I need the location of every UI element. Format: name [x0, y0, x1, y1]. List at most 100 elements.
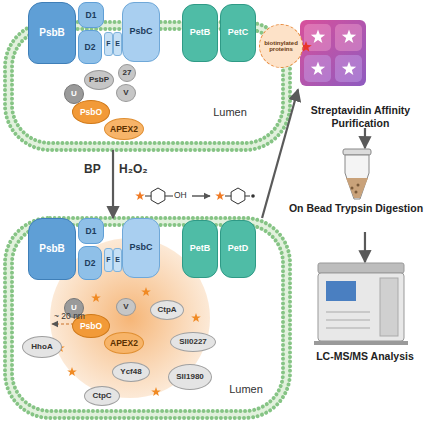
compartment-label: Lumen — [226, 383, 266, 395]
protein-subunit: PsbB — [28, 218, 76, 280]
bond — [145, 196, 151, 197]
protein-subunit: 27 — [118, 64, 136, 82]
protein-subunit: V — [116, 298, 136, 316]
peptide — [355, 191, 358, 194]
membrane-cell: LumenPsbBD1PsbCD2FEPsbPUV27PsbOAPEX2PetB… — [5, 22, 290, 150]
protein-subunit: F — [104, 32, 113, 56]
protein-subunit: PsbC — [122, 218, 160, 278]
protein-label: U — [71, 304, 77, 312]
proximity-protein: Sll0227 — [170, 332, 216, 352]
flow-arrow — [364, 128, 366, 148]
protein-subunit: V — [116, 84, 136, 102]
benzene-ring — [231, 188, 245, 204]
panel-line — [326, 312, 370, 313]
radical-dot — [251, 194, 255, 198]
tube-sample — [346, 178, 368, 198]
protein-subunit: PsbO — [72, 100, 110, 124]
proximity-protein: Ycf48 — [112, 362, 150, 382]
protein-label: D1 — [86, 11, 97, 20]
protein-subunit: PsbC — [122, 2, 160, 62]
proximity-protein: CtpA — [150, 300, 184, 320]
instrument-screen — [326, 281, 356, 301]
protein-label: PsbO — [80, 108, 102, 117]
streptavidin-star — [342, 30, 356, 44]
protein-label: biotinylated proteins — [260, 40, 302, 53]
proximity-protein: HhoA — [22, 336, 62, 358]
streptavidin-beads — [300, 20, 366, 86]
radical-star — [91, 293, 101, 302]
protein-label: D2 — [85, 259, 96, 268]
protein-label: PetC — [228, 28, 249, 37]
flow-arrow — [262, 90, 298, 219]
proximity-protein: Sll1980 — [168, 364, 212, 390]
protein-subunit: F — [104, 248, 113, 272]
peptide — [351, 187, 354, 190]
protein-label: V — [123, 89, 128, 97]
protein-subunit: D2 — [78, 30, 102, 64]
radical-star — [191, 313, 201, 322]
protein-label: APEX2 — [110, 125, 138, 134]
protein-subunit: E — [113, 32, 122, 56]
radical-star — [141, 287, 151, 296]
bond — [245, 196, 250, 197]
protein-label: PsbC — [129, 27, 152, 36]
process-step: On Bead Trypsin Digestion — [287, 148, 425, 232]
lipid-tails — [9, 222, 287, 415]
protein-label: PetB — [190, 28, 211, 37]
protein-subunit: PetD — [220, 220, 256, 278]
protein-subunit: D1 — [78, 218, 104, 244]
apex2-enzyme: APEX2 — [104, 118, 144, 140]
bead-block — [300, 20, 366, 86]
protein-label: PetD — [228, 244, 249, 253]
reaction-arrow — [192, 195, 210, 196]
protein-subunit: PsbB — [28, 2, 76, 64]
membrane-cell: LumenPsbBD1PsbCD2FEUVPsbOAPEX2PetBPetDHh… — [5, 218, 290, 418]
protein-label: PsbC — [129, 243, 152, 252]
benzene-ring — [151, 188, 165, 204]
lipid-heads — [5, 218, 290, 418]
apex2-enzyme: APEX2 — [104, 332, 144, 354]
protein-subunit: D2 — [78, 246, 102, 280]
biotinylated-proteins: biotinylated proteins — [259, 24, 303, 68]
peptide — [357, 184, 360, 187]
tube-cap — [343, 149, 371, 155]
streptavidin-star — [311, 30, 325, 44]
protein-label: F — [106, 256, 110, 263]
protein-label: Ycf48 — [120, 368, 141, 376]
protein-label: PsbP — [89, 76, 109, 84]
radical-star — [151, 387, 161, 396]
protein-subunit: PetB — [182, 220, 218, 278]
instrument-base — [314, 341, 408, 345]
bond — [165, 196, 173, 197]
protein-label: E — [115, 256, 120, 263]
proximity-protein: CtpC — [84, 386, 120, 406]
reagent-label: H₂O₂ — [119, 162, 148, 176]
instrument-body — [318, 273, 404, 341]
compartment-label: Lumen — [210, 106, 250, 118]
protein-subunit: D1 — [78, 2, 104, 28]
panel-line — [326, 320, 370, 321]
bond — [225, 196, 231, 197]
biotin-star — [215, 191, 225, 200]
protein-label: HhoA — [31, 343, 52, 351]
protein-subunit: PsbP — [84, 70, 114, 90]
eppendorf-tube — [343, 149, 371, 199]
protein-label: 27 — [123, 69, 132, 77]
radical-star — [67, 367, 77, 376]
protein-label: PsbB — [39, 244, 65, 255]
biotin-phenol-reaction — [135, 188, 255, 204]
protein-label: D1 — [86, 227, 97, 236]
protein-label: V — [123, 303, 128, 311]
protein-label: CtpC — [92, 392, 111, 400]
cell-membrane — [5, 218, 290, 418]
tube-body — [345, 155, 369, 199]
protein-subunit: PetB — [182, 4, 218, 62]
dimension-label: ~ 20 nm — [54, 311, 85, 321]
process-step: Streptavidin Affinity Purification — [298, 18, 423, 128]
instrument-top — [318, 263, 404, 273]
protein-label: PsbB — [39, 28, 65, 39]
panel-line — [326, 328, 370, 329]
bead — [304, 55, 331, 82]
